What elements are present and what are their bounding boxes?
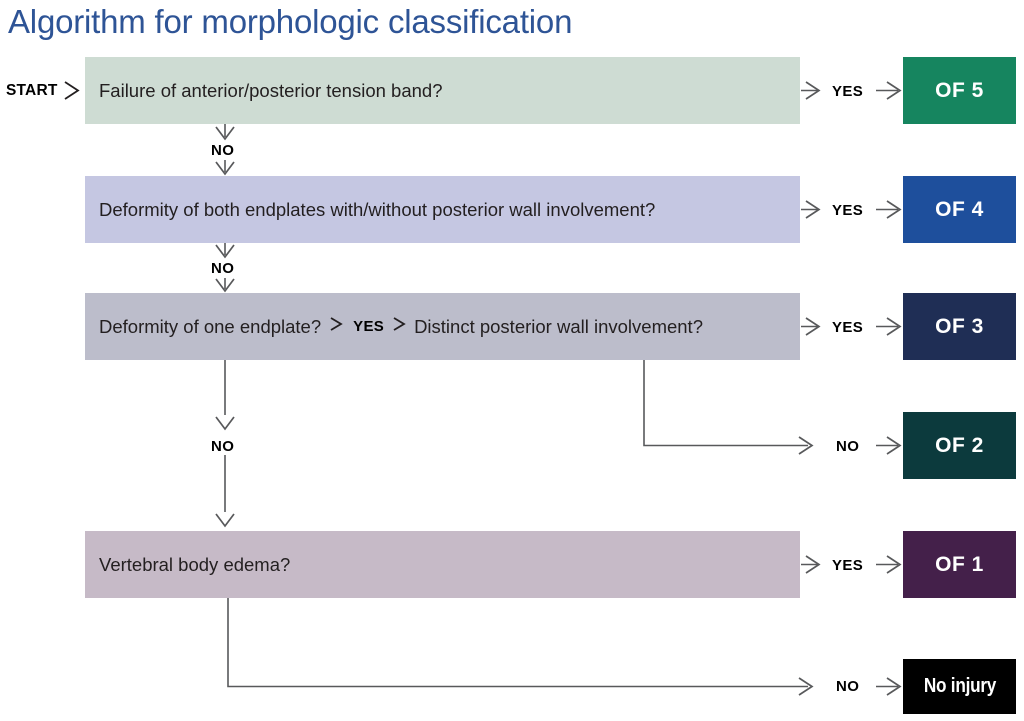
result-box-no-injury[interactable]: No injury — [903, 659, 1016, 714]
no-label-no-injury: NO — [836, 678, 860, 695]
inline-arrow-1-icon — [323, 314, 353, 339]
yes-label-of4: YES — [832, 202, 864, 219]
question-box-3[interactable]: Deformity of one endplate? YES Distinct … — [85, 293, 800, 360]
result-box-of2[interactable]: OF 2 — [903, 412, 1016, 479]
result-box-of3[interactable]: OF 3 — [903, 293, 1016, 360]
arrow-q4-no-to-no-injury — [227, 598, 902, 696]
no-label-q3-q4: NO — [211, 438, 235, 455]
arrow-start-to-q1 — [64, 81, 80, 100]
start-label: START — [6, 82, 58, 99]
result-no-injury-label: No injury — [923, 675, 996, 697]
result-of2-label: OF 2 — [935, 433, 984, 457]
arrow-q3-no-to-of2 — [643, 360, 902, 455]
no-label-q1-q2: NO — [211, 142, 235, 159]
question-4-text: Vertebral body edema? — [99, 553, 291, 575]
yes-label-of5: YES — [832, 83, 864, 100]
yes-label-of1: YES — [832, 557, 864, 574]
question-1-text: Failure of anterior/posterior tension ba… — [99, 79, 443, 101]
question-box-2[interactable]: Deformity of both endplates with/without… — [85, 176, 800, 243]
result-box-of1[interactable]: OF 1 — [903, 531, 1016, 598]
result-of3-label: OF 3 — [935, 314, 984, 338]
page-title: Algorithm for morphologic classification — [8, 3, 573, 40]
yes-label-of3: YES — [832, 319, 864, 336]
question-3-text-2: Distinct posterior wall involvement? — [414, 315, 703, 337]
question-2-text: Deformity of both endplates with/without… — [99, 198, 656, 220]
question-3-text: Deformity of one endplate? — [99, 315, 322, 337]
result-box-of5[interactable]: OF 5 — [903, 57, 1016, 124]
no-label-q2-q3: NO — [211, 260, 235, 277]
question-box-1[interactable]: Failure of anterior/posterior tension ba… — [85, 57, 800, 124]
question-3-inline-yes-label: YES — [353, 318, 385, 335]
result-of1-label: OF 1 — [935, 552, 984, 576]
question-box-4[interactable]: Vertebral body edema? — [85, 531, 800, 598]
result-of5-label: OF 5 — [935, 78, 984, 102]
result-box-of4[interactable]: OF 4 — [903, 176, 1016, 243]
result-of4-label: OF 4 — [935, 197, 984, 221]
no-label-of2: NO — [836, 438, 860, 455]
inline-arrow-2-icon — [384, 314, 414, 339]
